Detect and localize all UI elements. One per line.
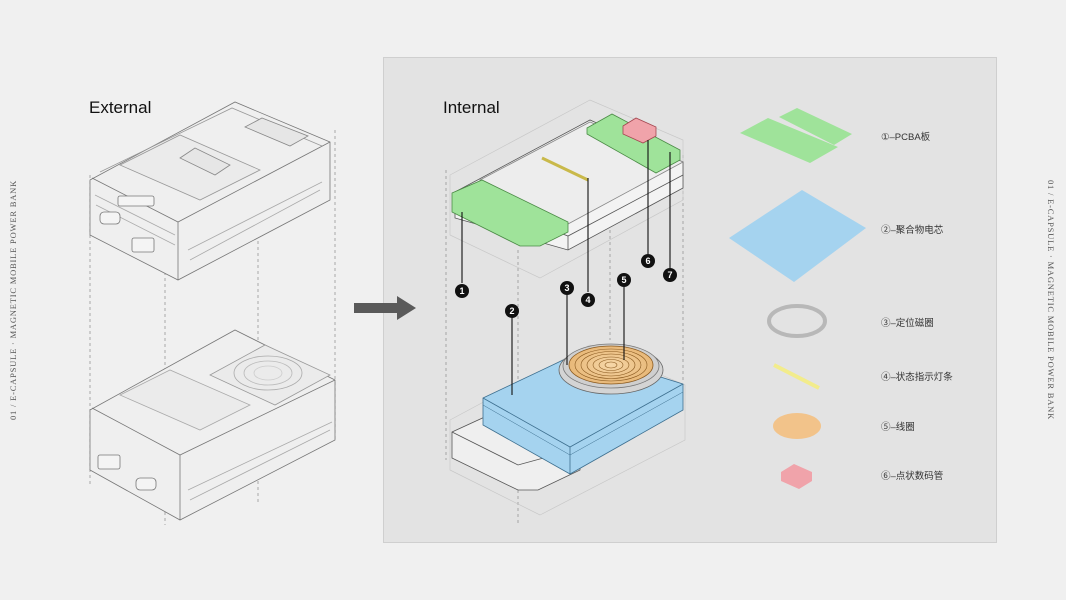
legend-swatch-magnetic-ring <box>767 304 827 338</box>
digital-tube-part <box>622 117 657 144</box>
legend-label-pcba: ①–PCBA板 <box>881 132 931 143</box>
legend-label-battery: ②–聚合物电芯 <box>881 225 944 236</box>
external-device-front <box>89 101 331 281</box>
legend-label-light-bar: ④–状态指示灯条 <box>881 372 953 383</box>
callout-badge-3: 3 <box>560 281 574 295</box>
legend-label-magnetic-ring: ③–定位磁圈 <box>881 318 934 329</box>
legend-swatch-coil <box>773 413 821 439</box>
callout-badge-2: 2 <box>505 304 519 318</box>
status-light-bar-part <box>541 156 589 182</box>
external-device-back <box>89 329 336 521</box>
callout-badge-4: 4 <box>581 293 595 307</box>
callout-badge-5: 5 <box>617 273 631 287</box>
legend-swatch-digital-tube <box>781 464 812 489</box>
legend-label-coil: ⑤–线圈 <box>881 422 915 433</box>
callout-badge-6: 6 <box>641 254 655 268</box>
callout-badge-7: 7 <box>663 268 677 282</box>
internal-ghost-housing <box>449 99 686 516</box>
legend-label-digital-tube: ⑥–点状数码管 <box>881 471 944 482</box>
external-title: External <box>89 98 152 117</box>
internal-top-board <box>451 113 684 251</box>
pcba-right-part <box>586 113 681 174</box>
legend-swatch-pcba <box>740 108 852 163</box>
internal-bottom-stack <box>451 343 684 491</box>
legend-swatch-light-bar <box>773 363 820 390</box>
legend-swatch-battery <box>729 190 866 282</box>
pcba-left-part <box>451 179 569 247</box>
internal-title: Internal <box>443 98 500 117</box>
callout-badge-1: 1 <box>455 284 469 298</box>
transition-arrow <box>354 296 416 320</box>
callout-leader-lines <box>461 140 671 395</box>
